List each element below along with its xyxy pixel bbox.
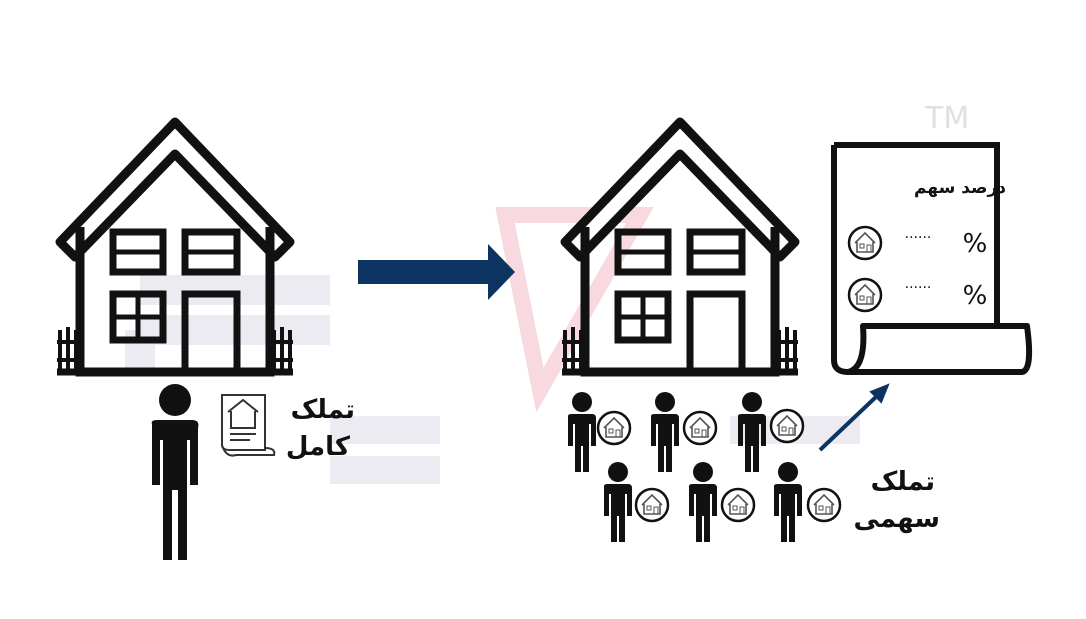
watermark-tm: TM [924,101,969,136]
person-icon [689,462,717,542]
person-icon [738,392,766,472]
full-ownership-label-line2: کامل [286,432,351,462]
shared-ownership-label-line2: سهمی [854,504,940,534]
document-title: درصد سهم [914,178,1006,198]
share-row-percent: % [963,229,988,259]
arrow-diagonal-icon [818,383,890,452]
person-icon [651,392,679,472]
house-coin-icon [634,487,670,523]
house-coin-icon [682,410,718,446]
share-percentage-document: درصد سهم ...... % ...... % [831,142,1033,375]
person-icon [604,462,632,542]
shareholders-group [568,392,842,542]
house-coin-icon [847,225,883,261]
house-coin-icon [720,487,756,523]
share-row-dots: ...... [905,226,932,242]
person-icon-owner [151,384,199,560]
house-coin-icon [847,277,883,313]
shared-ownership-label-line1: تملک [871,467,935,497]
house-icon-shared-ownership [562,122,798,372]
house-coin-icon [769,408,805,444]
person-icon [568,392,596,472]
share-row-dots: ...... [905,276,932,292]
person-icon [774,462,802,542]
share-row-percent: % [963,281,988,311]
house-coin-icon [596,410,632,446]
house-coin-icon [806,487,842,523]
deed-document-icon [221,394,276,457]
full-ownership-label-line1: تملک [291,395,355,425]
arrow-right-icon [358,244,515,300]
